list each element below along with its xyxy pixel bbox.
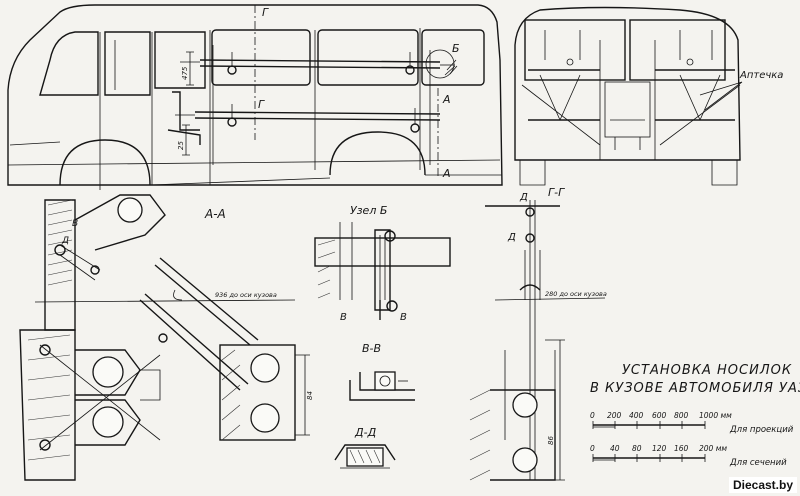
first-aid-label: Аптечка bbox=[739, 70, 783, 81]
section-gg-title: Г-Г bbox=[548, 186, 565, 199]
mark-a-bottom: А bbox=[442, 167, 451, 180]
scale-proj-tick-0: 0 bbox=[590, 411, 595, 420]
mark-d-gg-top: Д bbox=[519, 192, 528, 203]
section-dd-title: Д-Д bbox=[354, 426, 377, 439]
dim-25: 25 bbox=[177, 141, 185, 150]
scale-sec-tick-5: 200 мм bbox=[699, 444, 727, 453]
scale-proj-tick-2: 400 bbox=[629, 411, 644, 420]
mark-d-aa: Д bbox=[61, 236, 69, 246]
van-rear-view bbox=[514, 6, 743, 186]
scale-sec-tick-2: 80 bbox=[632, 444, 642, 453]
axis-280-label: 280 до оси кузова bbox=[545, 290, 607, 298]
scale-proj-tick-3: 600 bbox=[652, 411, 667, 420]
scale-proj-tick-1: 200 bbox=[607, 411, 622, 420]
scale-sec-tick-0: 0 bbox=[590, 444, 595, 453]
scale-sec-label: Для сечений bbox=[729, 458, 787, 468]
mark-a-top: А bbox=[442, 93, 451, 106]
section-vv-drawing bbox=[349, 371, 415, 401]
mark-v-aa: В bbox=[72, 219, 78, 229]
scale-sec-tick-1: 40 bbox=[610, 444, 620, 453]
mark-b: Б bbox=[452, 42, 460, 55]
van-side-view bbox=[7, 4, 503, 190]
section-dd-drawing bbox=[334, 444, 396, 469]
mark-g-mid: Г bbox=[258, 98, 265, 111]
dim-86: 86 bbox=[547, 436, 555, 445]
mark-v-node-right: В bbox=[400, 312, 407, 323]
scale-proj-label: Для проекций bbox=[729, 425, 794, 435]
drawing-title-line1: УСТАНОВКА НОСИЛОК bbox=[622, 363, 792, 378]
drawing-title-line2: В КУЗОВЕ АВТОМОБИЛЯ УАЗ-450А bbox=[590, 381, 800, 396]
section-aa-drawing bbox=[19, 194, 310, 481]
node-b-title: Узел Б bbox=[350, 204, 387, 217]
scale-proj-tick-4: 800 bbox=[674, 411, 689, 420]
dim-475: 475 bbox=[181, 66, 189, 80]
section-gg-drawing bbox=[469, 200, 606, 481]
watermark: Diecast.by bbox=[728, 477, 797, 493]
section-aa-title: А-А bbox=[204, 207, 226, 221]
scale-proj-tick-5: 1000 мм bbox=[699, 411, 732, 420]
axis-936-label: 936 до оси кузова bbox=[215, 291, 277, 299]
node-b-drawing bbox=[314, 222, 451, 320]
scale-sec-tick-4: 160 bbox=[674, 444, 689, 453]
mark-g-top: Г bbox=[262, 6, 269, 19]
mark-d-gg-bottom: Д bbox=[507, 232, 516, 243]
scale-sec-tick-3: 120 bbox=[652, 444, 667, 453]
scale-projection bbox=[592, 421, 706, 429]
scale-section bbox=[592, 454, 706, 462]
section-vv-title: В-В bbox=[362, 342, 381, 355]
mark-v-node-left: В bbox=[340, 312, 347, 323]
dim-84: 84 bbox=[306, 391, 314, 400]
